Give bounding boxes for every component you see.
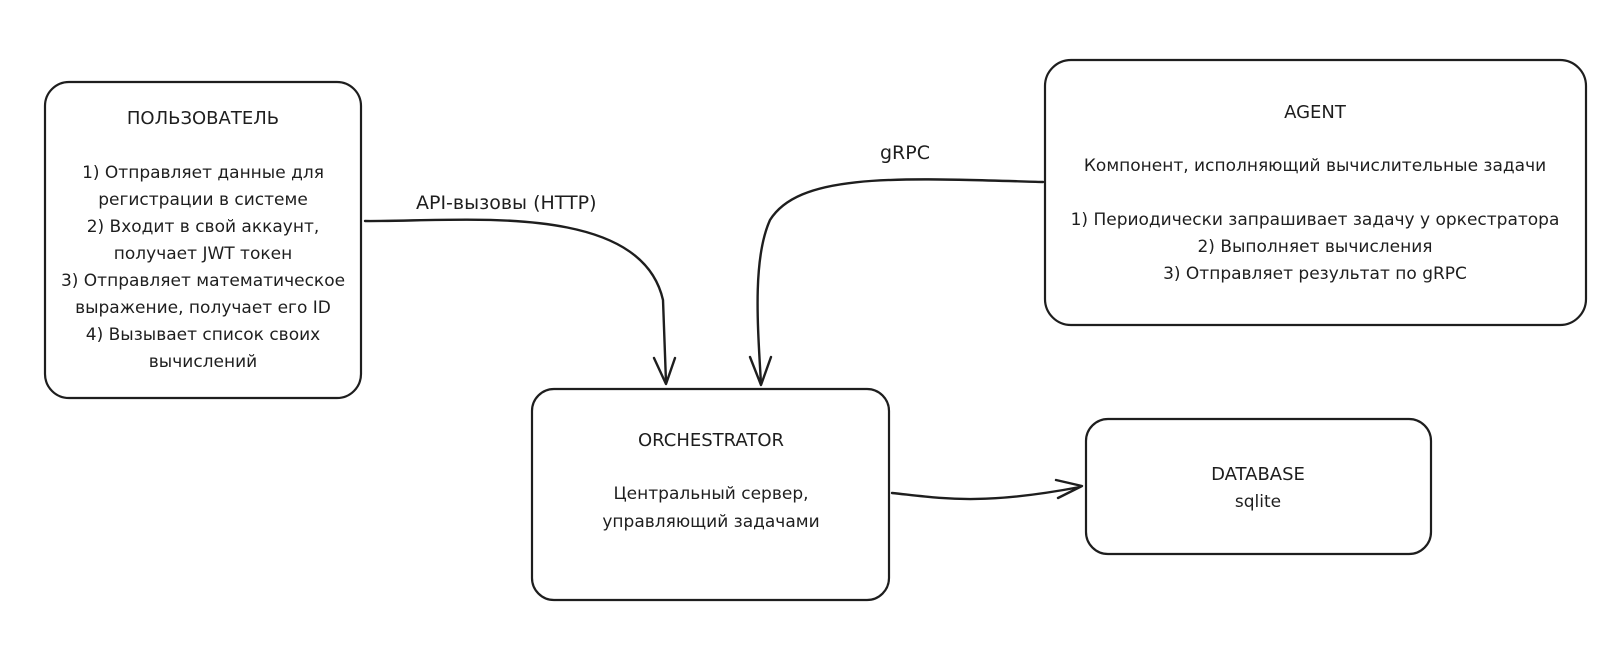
edge-label-grpc: gRPC [880, 142, 930, 164]
orchestrator-line: Центральный сервер, [613, 484, 808, 504]
agent-line: 2) Выполняет вычисления [1197, 237, 1432, 257]
node-agent: AGENT Компонент, исполняющий вычислитель… [1043, 58, 1588, 327]
user-line: 2) Входит в свой аккаунт, [87, 217, 320, 237]
edge-label-api: API-вызовы (HTTP) [416, 192, 597, 214]
agent-line: 3) Отправляет результат по gRPC [1163, 264, 1467, 284]
orchestrator-box [530, 387, 891, 602]
database-line: sqlite [1235, 492, 1281, 512]
user-line: 3) Отправляет математическое [61, 271, 345, 291]
user-line: получает JWT токен [114, 244, 292, 264]
database-box [1084, 417, 1433, 556]
user-line: выражение, получает его ID [75, 298, 331, 318]
node-database: DATABASE sqlite [1084, 417, 1433, 556]
database-title: DATABASE [1211, 464, 1305, 485]
edge-user-to-orchestrator: API-вызовы (HTTP) [363, 192, 677, 386]
user-line: вычислений [149, 352, 257, 372]
user-title: ПОЛЬЗОВАТЕЛЬ [127, 108, 279, 129]
arrowhead [652, 356, 677, 386]
agent-subtitle: Компонент, исполняющий вычислительные за… [1084, 156, 1546, 176]
agent-line: 1) Периодически запрашивает задачу у орк… [1071, 210, 1560, 230]
user-line: 4) Вызывает список своих [86, 325, 320, 345]
edge-orchestrator-to-database [890, 478, 1084, 501]
arrowhead [1054, 478, 1084, 500]
agent-title: AGENT [1284, 102, 1347, 123]
user-box [43, 80, 363, 400]
node-user: ПОЛЬЗОВАТЕЛЬ 1) Отправляет данные для ре… [43, 80, 363, 400]
edge-agent-to-orchestrator: gRPC [748, 142, 1045, 387]
node-orchestrator: ORCHESTRATOR Центральный сервер, управля… [530, 387, 891, 602]
agent-box [1043, 58, 1588, 327]
arrowhead [748, 355, 773, 387]
user-line: регистрации в системе [98, 190, 308, 210]
orchestrator-line: управляющий задачами [602, 512, 819, 532]
orchestrator-title: ORCHESTRATOR [638, 430, 784, 451]
user-line: 1) Отправляет данные для [82, 163, 324, 183]
